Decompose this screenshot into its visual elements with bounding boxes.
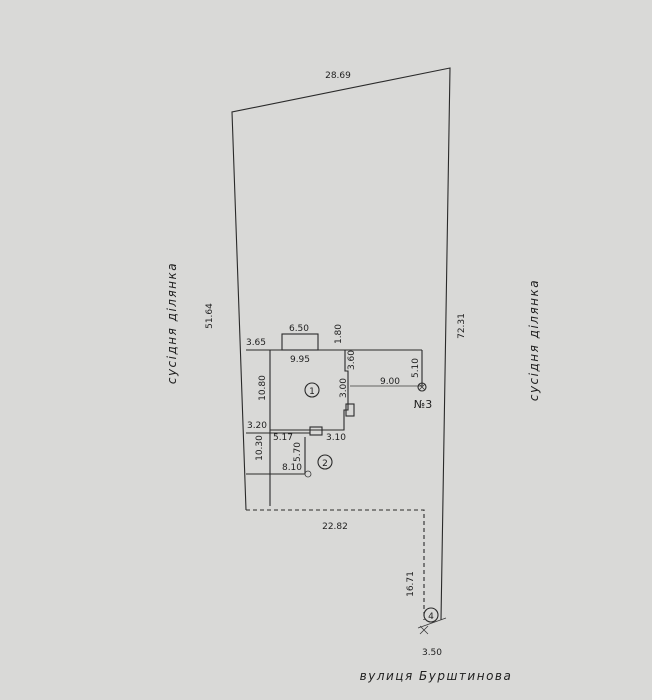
dim-porch: 3.10	[326, 433, 346, 443]
dim-lower-left: 10.30	[255, 435, 265, 461]
street-boundary	[417, 617, 447, 629]
porch	[309, 426, 323, 436]
well-marker	[417, 382, 427, 392]
dim-shed-width: 8.10	[282, 463, 302, 473]
crossing-mark	[419, 625, 429, 635]
building-4-number: 4	[428, 612, 434, 622]
building-2-marker	[317, 454, 333, 470]
dim-offset-3-20: 3.20	[247, 421, 267, 431]
dim-right-edge: 72.31	[457, 313, 467, 339]
dim-left-edge: 51.64	[205, 303, 215, 329]
dim-strip-length: 16.71	[406, 571, 416, 597]
well-cross	[418, 383, 426, 391]
dim-house-right-step: 3.60	[347, 350, 357, 370]
dim-yard-line: 9.00	[380, 377, 400, 387]
dim-house-right-depth: 3.00	[339, 378, 349, 398]
building-1-marker	[304, 382, 320, 398]
building-2-number: 2	[322, 459, 328, 469]
dim-top-edge: 28.69	[325, 71, 351, 81]
neighbor-left-label: сусідня ділянка	[165, 262, 179, 384]
neighbor-right-label: сусідня ділянка	[527, 279, 541, 401]
dim-strip-width: 3.50	[422, 648, 442, 658]
house-extension	[281, 333, 319, 351]
street-label: вулиця Бурштинова	[360, 669, 513, 683]
building-4-marker	[423, 607, 439, 623]
building-1-number: 1	[309, 387, 315, 397]
dim-house-ext-width: 6.50	[289, 324, 309, 334]
well-label: №3	[414, 398, 432, 411]
dim-house-ext-depth: 1.80	[334, 324, 344, 344]
dim-shed-depth: 5.70	[293, 442, 303, 462]
dim-well-offset: 5.10	[411, 358, 421, 378]
house-step	[345, 403, 355, 417]
parcel-boundary	[231, 67, 451, 621]
dim-house-width: 9.95	[290, 355, 310, 365]
dim-lower-width: 22.82	[322, 522, 348, 532]
dim-house-lower: 5.17	[273, 433, 293, 443]
parcel-lower-boundary	[246, 509, 425, 620]
dim-house-offset-left: 3.65	[246, 338, 266, 348]
dim-house-depth: 10.80	[258, 375, 268, 401]
shed-corner-marker	[304, 470, 312, 478]
